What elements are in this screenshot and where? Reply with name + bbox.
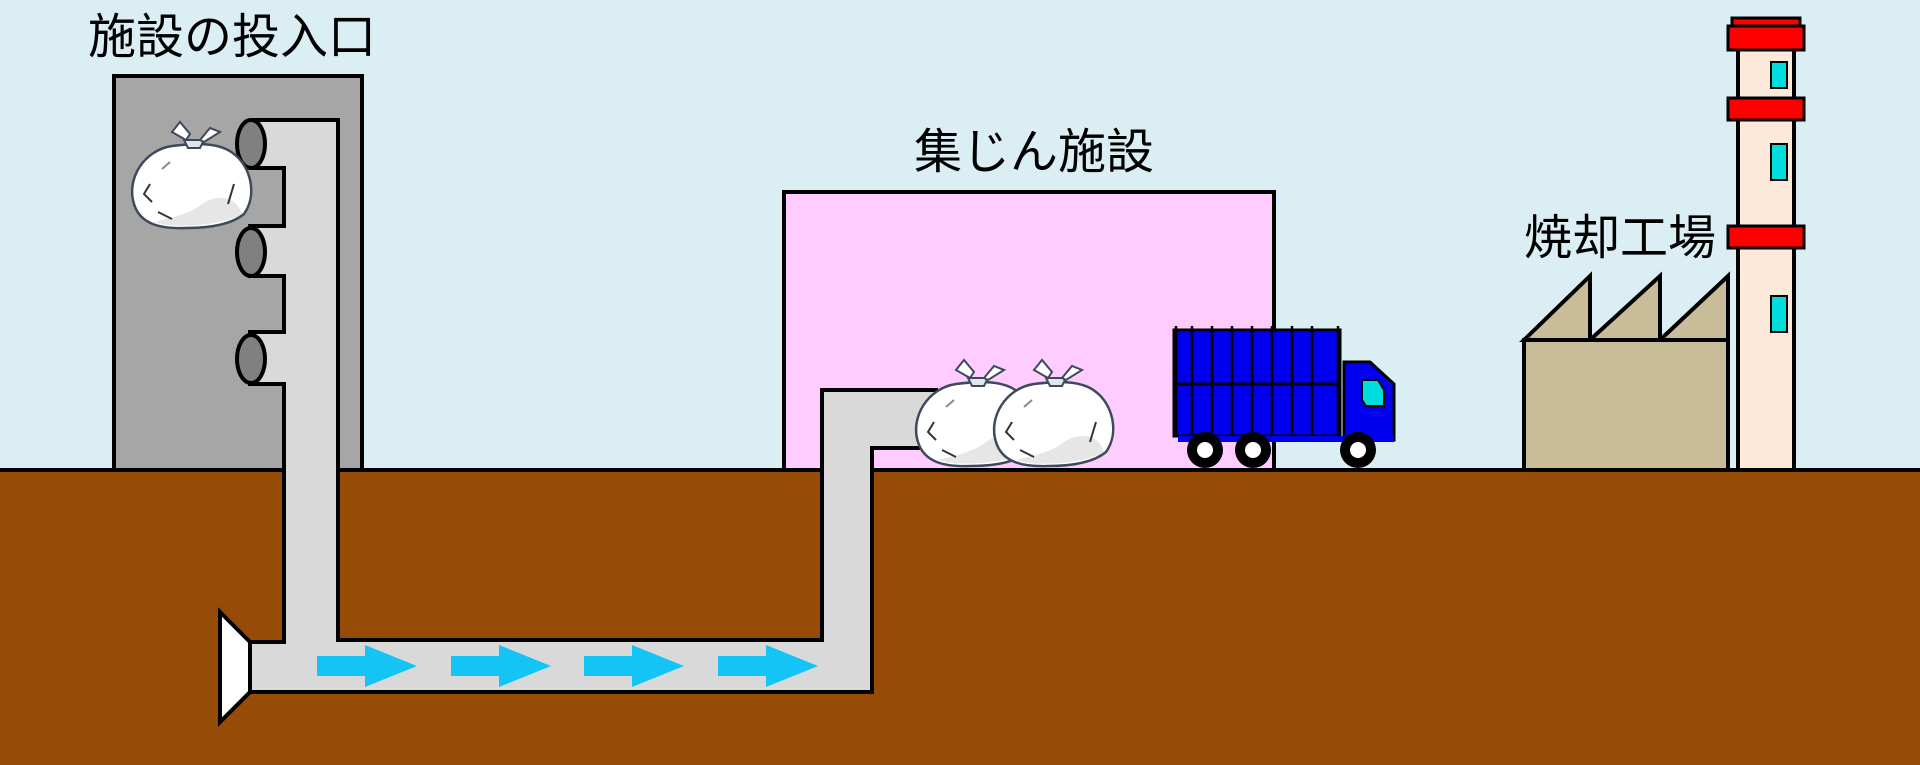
incinerator-label: 焼却工場	[1524, 210, 1716, 266]
inlet-port-1	[235, 118, 267, 170]
inlet-pipe	[248, 118, 938, 694]
inlet-label: 施設の投入口	[88, 9, 376, 65]
air-intake-valve	[218, 607, 252, 727]
inlet-port-3	[235, 333, 267, 385]
incineration-plant	[1519, 271, 1730, 472]
inlet-port-2	[235, 226, 267, 278]
collection-facility-label: 集じん施設	[914, 124, 1154, 180]
chimney	[1726, 16, 1806, 472]
truck-icon	[1172, 326, 1396, 468]
